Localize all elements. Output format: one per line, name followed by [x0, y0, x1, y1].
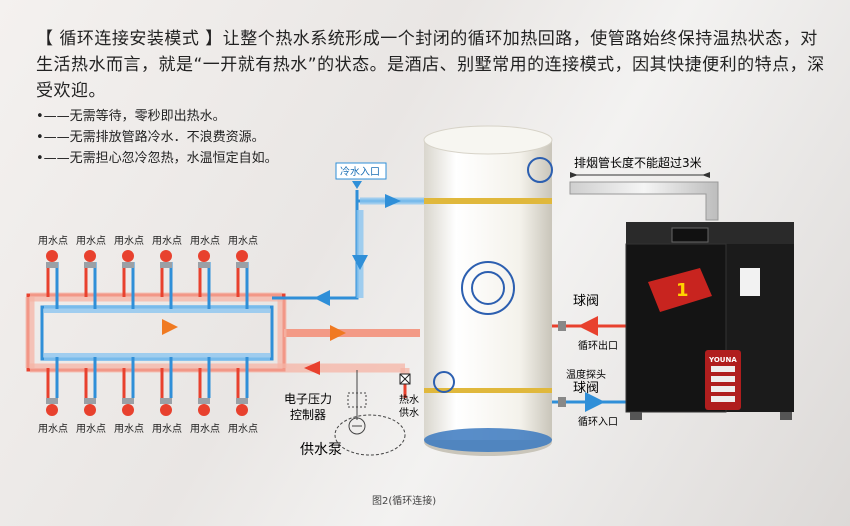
tap-label: 用水点	[228, 235, 258, 247]
intro-paragraph: 【 循环连接安装模式 】让整个热水系统形成一个封闭的循环加热回路，使管路始终保持…	[36, 29, 825, 101]
flow-arrows	[162, 194, 401, 375]
faucet-icon	[46, 398, 58, 416]
brand-name: YOUNA	[708, 356, 737, 364]
cold-inlet-pipe	[272, 190, 425, 300]
benefit-item: •——无需担心忽冷忽热，水温恒定自如。	[36, 151, 278, 166]
arrow-right-icon	[585, 392, 605, 412]
faucet-icon	[236, 398, 248, 416]
faucet-icon	[46, 250, 58, 268]
faucet-icon	[84, 398, 96, 416]
energy-label-icon	[740, 268, 760, 296]
hot-supply-riser: 热水 供水	[399, 373, 419, 419]
tap-label: 用水点	[76, 423, 106, 435]
faucet-icon	[122, 250, 134, 268]
distribution-pipes	[25, 292, 410, 378]
circulation-connections: 球阀 循环出口 温度探头 球阀 循环入口	[552, 294, 640, 428]
tap-label: 用水点	[76, 235, 106, 247]
circulation-inlet-label: 循环入口	[578, 415, 618, 428]
pump-label: 供水泵	[300, 442, 342, 458]
tap-label: 用水点	[190, 235, 220, 247]
lower-tap-labels: 用水点 用水点 用水点 用水点 用水点 用水点	[38, 423, 258, 435]
faucet-icon	[160, 250, 172, 268]
tank-gold-band	[424, 198, 552, 204]
tap-label: 用水点	[114, 235, 144, 247]
tap-label: 用水点	[38, 423, 68, 435]
panel-badge: 1	[676, 280, 689, 301]
benefit-item: •——无需等待，零秒即出热水。	[36, 109, 226, 124]
tap-label: 用水点	[114, 423, 144, 435]
tap-label: 用水点	[152, 423, 182, 435]
pressure-controller-icon	[347, 392, 367, 408]
chimney-note: 排烟管长度不能超过3米	[574, 155, 702, 170]
arrow-left-icon	[304, 361, 320, 375]
ball-valve-label-top: 球阀	[573, 294, 599, 309]
hot-supply-label-1: 热水	[399, 393, 419, 406]
arrow-down-icon	[352, 255, 368, 270]
upper-tap-labels: 用水点 用水点 用水点 用水点 用水点 用水点	[38, 235, 258, 247]
control-display	[671, 227, 709, 243]
hot-supply-label-2: 供水	[399, 406, 419, 419]
upper-tap-risers	[46, 262, 249, 309]
tap-label: 用水点	[190, 423, 220, 435]
lower-taps	[46, 398, 248, 416]
benefit-list: •——无需等待，零秒即出热水。 •——无需排放管路冷水．不浪费资源。 •——无需…	[36, 106, 278, 169]
tap-label: 用水点	[228, 423, 258, 435]
circulation-outlet-label: 循环出口	[578, 339, 618, 352]
brand-flag-icon	[648, 268, 712, 312]
upper-taps	[46, 250, 248, 268]
tap-label: 用水点	[152, 235, 182, 247]
tank-gold-band	[424, 388, 552, 393]
ball-valve-icon	[558, 321, 566, 331]
tap-label: 用水点	[38, 235, 68, 247]
chimney-flue: 排烟管长度不能超过3米	[569, 155, 719, 221]
temp-probe-label: 温度探头	[566, 368, 606, 381]
faucet-icon	[122, 398, 134, 416]
cold-inlet-label: 冷水入口	[340, 165, 380, 178]
arrow-right-icon	[162, 319, 178, 335]
arrow-left-icon	[578, 316, 598, 336]
arrow-down-icon	[352, 181, 362, 189]
arrow-right-icon	[385, 194, 401, 208]
pump-icon	[348, 417, 366, 435]
ball-valve-label-bottom: 球阀	[573, 381, 599, 396]
lower-tap-risers	[46, 357, 249, 398]
faucet-icon	[160, 398, 172, 416]
arrow-left-icon	[314, 290, 330, 306]
porcelain-pattern-icon	[433, 157, 553, 393]
benefit-item: •——无需排放管路冷水．不浪费资源。	[36, 130, 265, 145]
storage-tank	[423, 125, 553, 456]
faucet-icon	[198, 250, 210, 268]
arrow-right-icon	[330, 325, 346, 341]
cold-inlet-callout: 冷水入口	[335, 162, 387, 189]
cold-pipe-thick	[44, 305, 270, 361]
faucet-icon	[236, 250, 248, 268]
pressure-controller-label-2: 控制器	[290, 408, 326, 422]
faucet-icon	[84, 250, 96, 268]
pressure-controller-label-1: 电子压力	[284, 392, 332, 406]
ball-valve-icon	[558, 397, 566, 407]
figure-caption: 图2(循环连接)	[372, 496, 437, 507]
faucet-icon	[198, 398, 210, 416]
cold-inlet-pipe-thick	[356, 197, 425, 298]
boiler-cabinet: 1 YOUNA	[625, 222, 794, 420]
cold-water-loop	[40, 305, 274, 361]
pump-assembly: 电子压力 控制器 供水泵	[284, 370, 406, 458]
